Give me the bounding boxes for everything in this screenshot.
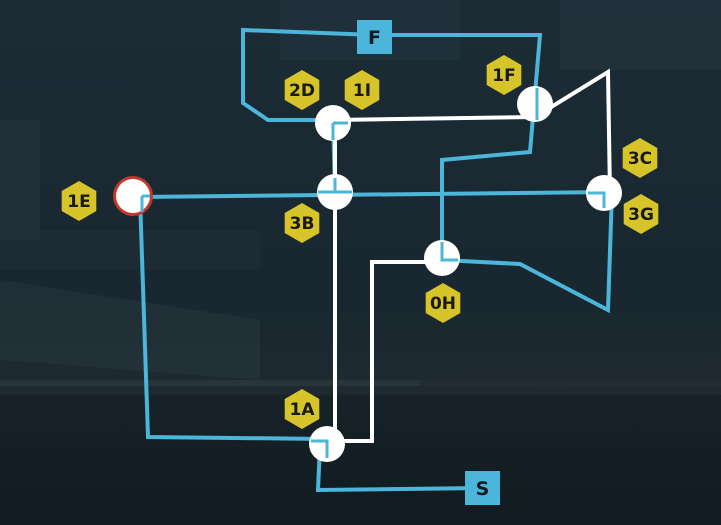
finish-terminal[interactable]: F <box>357 20 392 54</box>
node-label: 1E <box>67 192 90 212</box>
node-label: 3B <box>290 214 315 234</box>
node-label: 1I <box>353 81 371 101</box>
white-route-line <box>327 260 442 443</box>
node-hex-0H[interactable]: 0H <box>425 283 461 323</box>
node-hex-1E[interactable]: 1E <box>61 181 97 221</box>
junction-node[interactable] <box>517 86 553 122</box>
node-hex-2D[interactable]: 2D <box>284 70 320 110</box>
junction-node[interactable] <box>586 175 622 211</box>
start-label: S <box>476 478 490 500</box>
node-hex-3C[interactable]: 3C <box>622 138 658 178</box>
junction-node[interactable] <box>317 174 353 210</box>
node-label: 0H <box>430 294 456 314</box>
node-label: 1F <box>492 66 515 86</box>
node-label: 3G <box>628 205 654 225</box>
junction-node[interactable] <box>315 105 351 141</box>
start-terminal[interactable]: S <box>465 471 500 505</box>
junction-node[interactable] <box>309 426 345 462</box>
finish-label: F <box>368 27 381 49</box>
node-hex-1F[interactable]: 1F <box>486 55 522 95</box>
junction-node[interactable] <box>424 240 460 276</box>
node-hex-1I[interactable]: 1I <box>344 70 380 110</box>
node-label: 3C <box>628 149 652 169</box>
white-route-line <box>333 68 612 445</box>
node-hex-3B[interactable]: 3B <box>284 203 320 243</box>
blue-route-line <box>137 27 615 441</box>
selected-node[interactable] <box>113 176 153 216</box>
node-hex-1A[interactable]: 1A <box>284 389 320 429</box>
node-hex-3G[interactable]: 3G <box>623 194 659 234</box>
node-label: 1A <box>290 400 316 420</box>
node-label: 2D <box>289 81 315 101</box>
